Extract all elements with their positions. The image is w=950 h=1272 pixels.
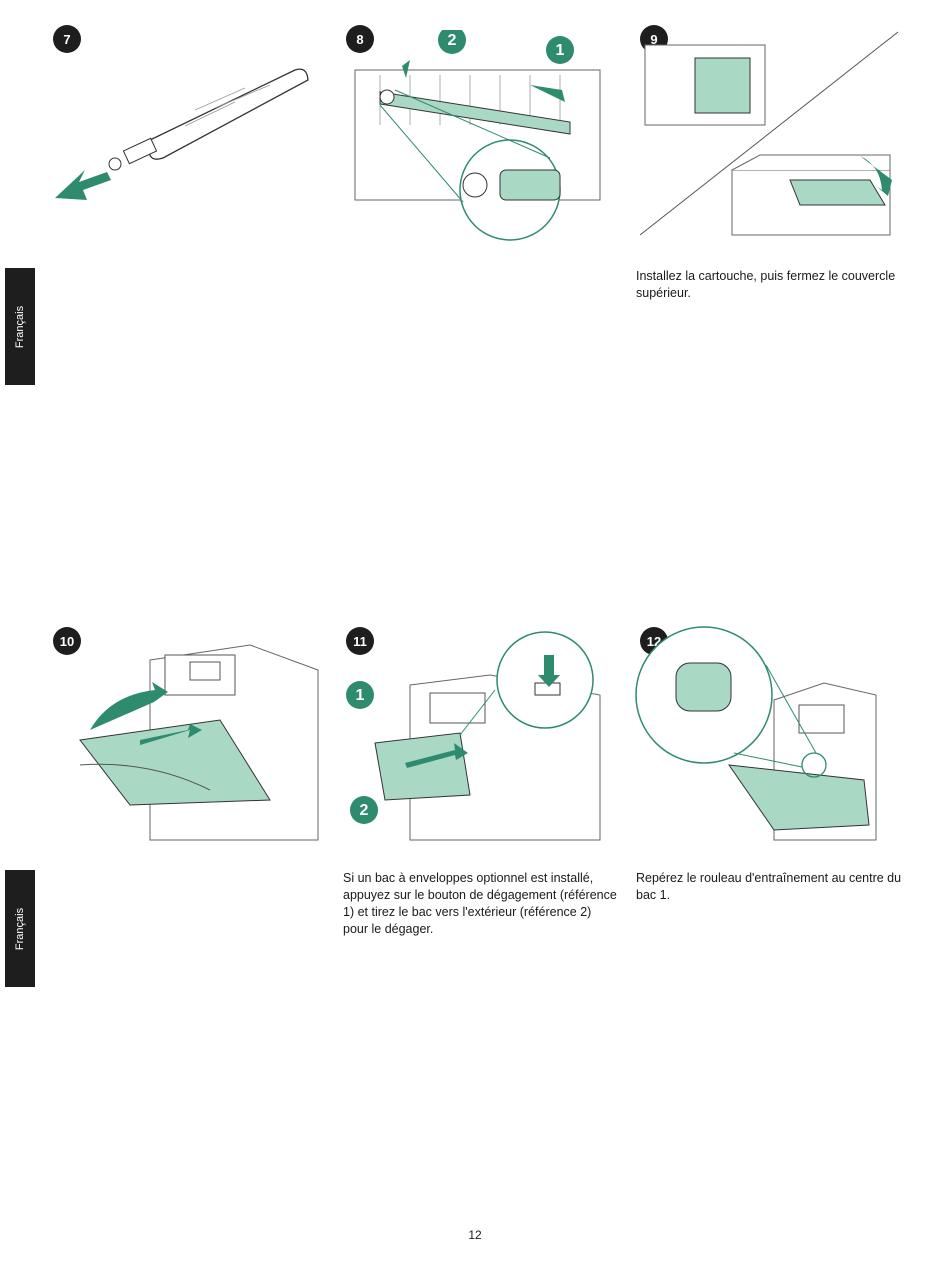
step-caption: Repérez le rouleau d'entraînement au cen… xyxy=(636,871,902,902)
callout-1: 1 xyxy=(356,687,365,704)
step-number-badge: 11 xyxy=(346,627,374,655)
language-tab-label: Français xyxy=(14,305,26,348)
step-10-illustration xyxy=(79,644,319,841)
step-number-badge: 8 xyxy=(346,25,374,53)
callout-1: 1 xyxy=(556,42,565,59)
language-tab: Français xyxy=(5,268,35,385)
step-8-illustration: 2 1 xyxy=(354,30,601,241)
callout-2: 2 xyxy=(360,802,369,819)
step-caption: Si un bac à enveloppes optionnel est ins… xyxy=(343,871,617,936)
step-9-illustration xyxy=(640,31,899,236)
language-tab-label: Français xyxy=(14,907,26,950)
step-11-illustration: 1 2 xyxy=(346,631,601,841)
step-7-illustration xyxy=(55,68,309,200)
step-number-badge: 7 xyxy=(53,25,81,53)
step-12-illustration xyxy=(635,626,877,841)
step-number-badge: 10 xyxy=(53,627,81,655)
callout-2: 2 xyxy=(448,32,457,49)
language-tab: Français xyxy=(5,870,35,987)
step-caption: Installez la cartouche, puis fermez le c… xyxy=(636,269,896,300)
page-number: 12 xyxy=(468,1228,482,1242)
